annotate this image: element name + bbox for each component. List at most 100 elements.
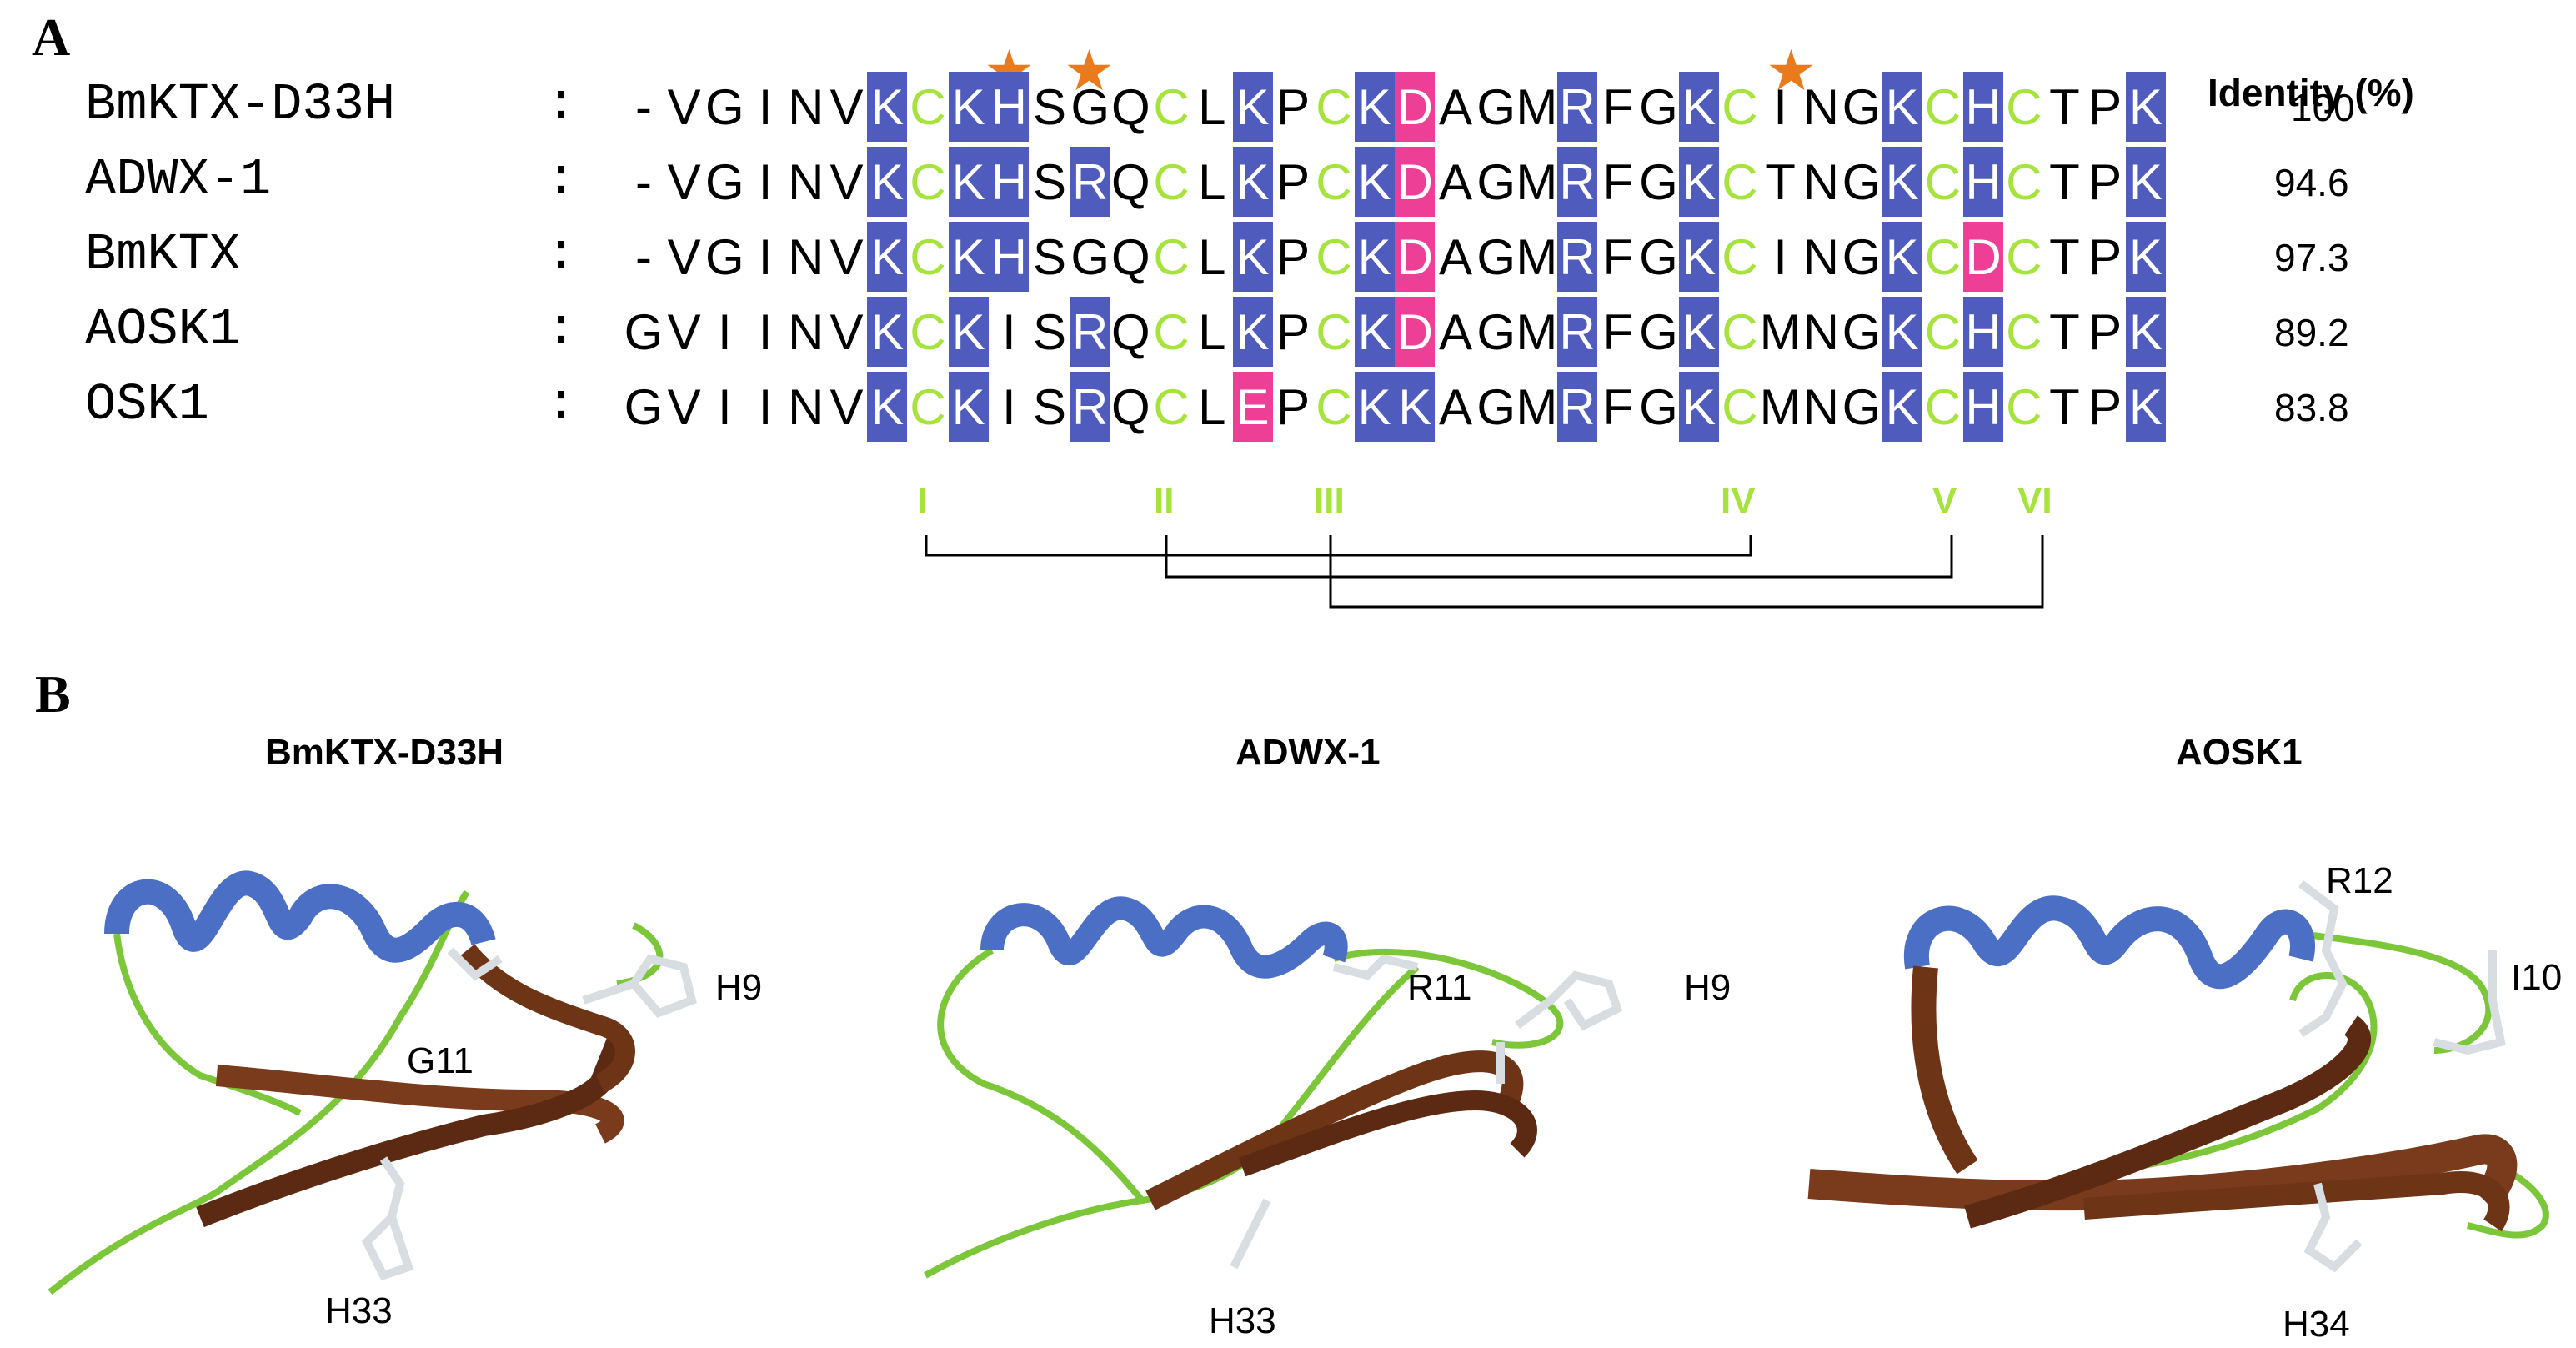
residue: T — [2049, 378, 2080, 435]
residue: C — [1722, 378, 1758, 435]
residue: P — [2088, 153, 2122, 210]
residue: G — [624, 378, 664, 435]
residue: I — [718, 303, 732, 360]
residue: C — [910, 378, 946, 435]
residue: N — [1802, 378, 1839, 435]
loop-coil — [48, 889, 470, 1295]
identity-value: 100 — [2291, 86, 2355, 129]
residue: A — [1438, 78, 1473, 135]
beta-strand — [1807, 1134, 2518, 1211]
residue: A — [1438, 378, 1473, 435]
identity-value: 97.3 — [2274, 236, 2349, 279]
residue: K — [948, 72, 989, 142]
residue: C — [1924, 228, 1962, 285]
residue: C — [1316, 378, 1352, 435]
residue: K — [1354, 72, 1395, 142]
residue: G — [1639, 228, 1678, 285]
residue: G — [1476, 78, 1516, 135]
residue: - — [635, 153, 652, 210]
residue: - — [635, 78, 652, 135]
residue: C — [2006, 153, 2042, 210]
residue: G — [1639, 378, 1678, 435]
residue: H — [989, 147, 1030, 217]
alpha-helix — [104, 870, 496, 963]
residue: K — [1354, 372, 1395, 442]
star-marker: ★ — [1766, 38, 1817, 104]
residue: N — [1802, 153, 1839, 210]
residue: L — [1198, 228, 1226, 285]
residue: V — [667, 153, 701, 210]
residue: H — [989, 72, 1030, 142]
residue: K — [2125, 297, 2166, 367]
residue: G — [1639, 78, 1678, 135]
residue: K — [1354, 147, 1395, 217]
alpha-helix — [980, 896, 1348, 979]
residue: K — [948, 372, 989, 442]
beta-strand — [1911, 965, 1978, 1175]
side-chain — [1230, 954, 1623, 1270]
residue: K — [1679, 147, 1720, 217]
residue: P — [1276, 228, 1311, 285]
beta-strand — [1238, 1090, 1537, 1177]
residue: G — [705, 153, 744, 210]
residue-label-i10: I10 — [2511, 957, 2563, 998]
residue: K — [1354, 222, 1395, 292]
residue: M — [1516, 228, 1558, 285]
residue: G — [1476, 378, 1516, 435]
residue: S — [1032, 228, 1067, 285]
residue: V — [829, 153, 864, 210]
residue: C — [2006, 303, 2042, 360]
sequence-name: ADWX-1 — [85, 150, 272, 209]
residue: N — [788, 303, 824, 360]
residue: R — [1070, 372, 1110, 442]
residue-label-h9: H9 — [715, 967, 763, 1008]
disulfide-bond-i-iv — [925, 535, 1752, 557]
residue: G — [1070, 78, 1110, 135]
residue: G — [1070, 228, 1110, 285]
residue: - — [635, 228, 652, 285]
cysteine-label-iv: IV — [1721, 480, 1756, 521]
residue: K — [1882, 72, 1922, 142]
residue: V — [667, 78, 701, 135]
residue: Q — [1111, 78, 1150, 135]
residue-label-g11: G11 — [407, 1040, 474, 1081]
residue: K — [1679, 372, 1720, 442]
residue: K — [2125, 222, 2166, 292]
residue: T — [2049, 153, 2080, 210]
residue: N — [788, 153, 824, 210]
disulfide-brackets — [925, 535, 2044, 609]
structure-title-aosk1: AOSK1 — [2176, 732, 2303, 773]
residue: I — [1773, 78, 1787, 135]
residue: M — [1516, 153, 1558, 210]
residue: G — [1842, 78, 1882, 135]
residue: F — [1602, 303, 1634, 360]
residue: R — [1557, 147, 1598, 217]
residue: C — [1153, 228, 1190, 285]
beta-strand — [196, 1038, 628, 1228]
residue-label-h33: H33 — [1209, 1300, 1276, 1341]
residue: K — [1882, 297, 1922, 367]
residue: C — [1924, 153, 1962, 210]
residue: K — [1354, 297, 1395, 367]
beta-strand — [1964, 1015, 2371, 1229]
residue: P — [2088, 303, 2122, 360]
residue: C — [1316, 153, 1352, 210]
beta-strand — [1145, 1050, 1524, 1210]
beta-strand — [215, 1065, 624, 1144]
residue: S — [1032, 378, 1067, 435]
residue: C — [1924, 378, 1962, 435]
disulfide-bond-ii-v — [1165, 535, 1953, 579]
panel-a-letter: A — [32, 8, 71, 67]
residue: D — [1395, 297, 1436, 367]
residue: G — [624, 303, 664, 360]
beta-strand — [459, 944, 635, 1093]
residue: K — [2125, 372, 2166, 442]
residue: K — [1882, 372, 1922, 442]
residue: P — [2088, 78, 2122, 135]
disulfide-bond-iii-vi — [1329, 535, 2044, 609]
residue-label-h33: H33 — [325, 1290, 393, 1331]
residue: Q — [1111, 303, 1150, 360]
residue: M — [1516, 378, 1558, 435]
residue: K — [1679, 72, 1720, 142]
residue: T — [2049, 303, 2080, 360]
